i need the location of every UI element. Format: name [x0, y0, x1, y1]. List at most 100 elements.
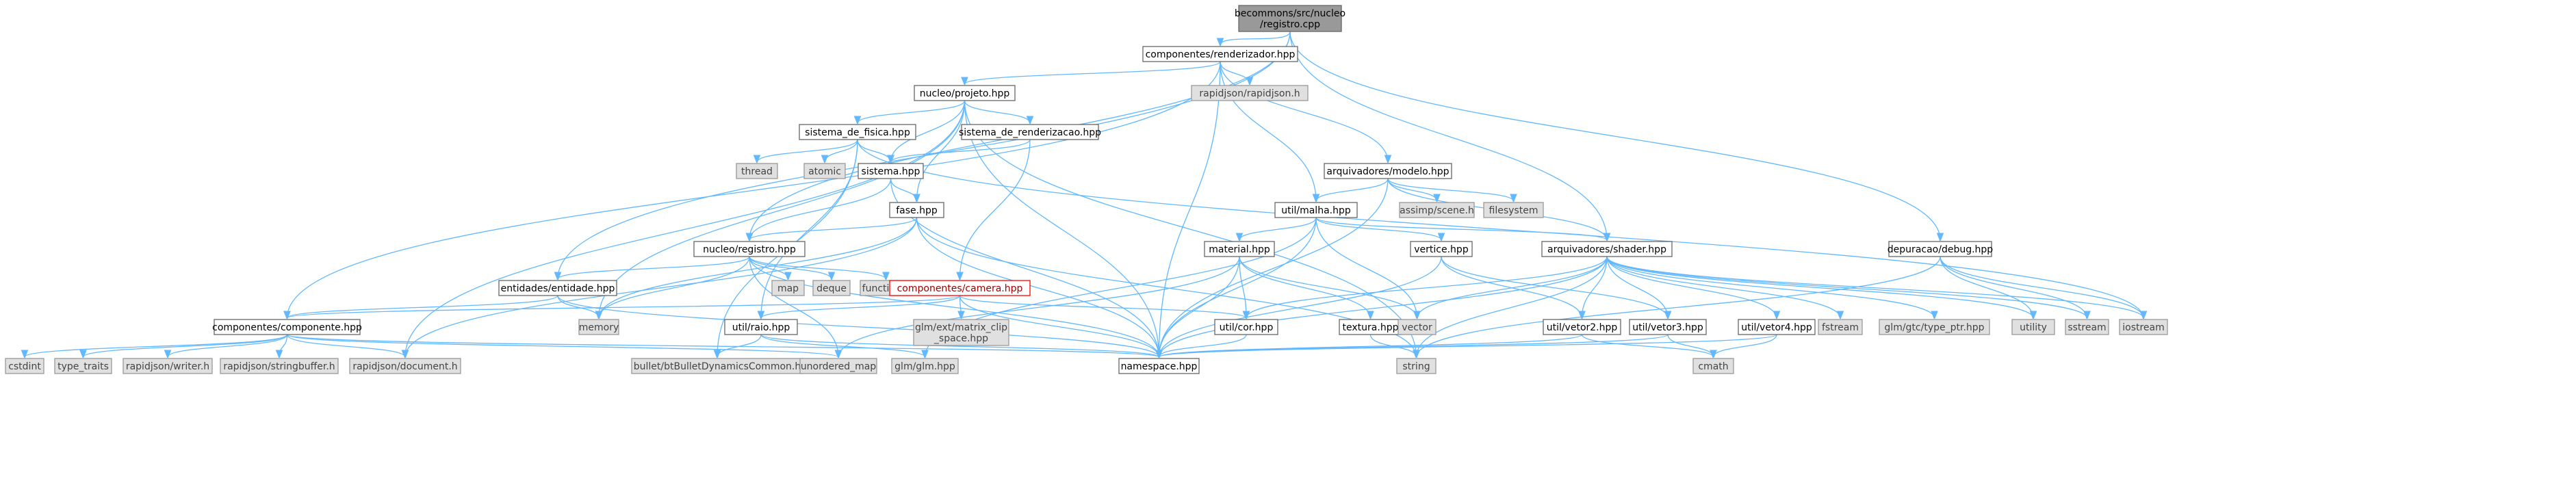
node-bullet: bullet/btBulletDynamicsCommon.h — [631, 358, 803, 374]
node-entidade[interactable]: entidades/entidade.hpp — [498, 280, 617, 296]
node-box — [889, 202, 944, 218]
node-label: textura.hpp — [1343, 322, 1399, 333]
edge-renderizador-to-projeto — [965, 61, 1221, 84]
node-shader[interactable]: arquivadores/shader.hpp — [1541, 241, 1673, 257]
node-camera[interactable]: componentes/camera.hpp — [889, 280, 1031, 296]
node-fisica[interactable]: sistema_de_fisica.hpp — [799, 124, 916, 140]
edge-shader-to-vector — [1417, 256, 1608, 318]
edge-modelo-to-assimp — [1387, 178, 1437, 201]
node-box — [123, 358, 213, 374]
node-label: assimp/scene.h — [1400, 205, 1474, 216]
node-vetor4[interactable]: util/vetor4.hpp — [1738, 319, 1816, 335]
node-label: bullet/btBulletDynamicsCommon.h — [634, 361, 801, 372]
node-box — [799, 358, 877, 374]
node-vetor3[interactable]: util/vetor3.hpp — [1629, 319, 1707, 335]
edge-malha-to-material — [1239, 217, 1317, 240]
node-box — [889, 280, 1031, 296]
edge-vertice-to-vetor2 — [1441, 256, 1582, 318]
edge-sisrender-to-sistema — [891, 139, 1031, 162]
node-label: cstdint — [8, 361, 41, 372]
edge-vetor2-to-cmath — [1581, 334, 1714, 357]
node-label: rapidjson/writer.h — [126, 361, 209, 372]
edge-modelo-to-filesystem — [1387, 178, 1514, 201]
node-box — [914, 85, 1016, 101]
edge-projeto-to-fase — [917, 100, 966, 201]
node-fase[interactable]: fase.hpp — [889, 202, 944, 218]
node-material[interactable]: material.hpp — [1204, 241, 1275, 257]
edge-registro-to-entidade — [558, 256, 750, 279]
edge-projeto-to-fisica — [858, 100, 966, 123]
node-box — [2119, 319, 2168, 335]
node-label: /registro.cpp — [1260, 19, 1320, 30]
edge-renderizador-to-namespace — [1159, 61, 1221, 357]
edge-malha-to-vector — [1315, 217, 1417, 318]
node-iostream: iostream — [2119, 319, 2168, 335]
node-label: util/vetor4.hpp — [1741, 322, 1812, 333]
node-box — [1238, 5, 1342, 32]
edge-root-to-entidade — [558, 31, 1291, 279]
node-glmext: glm/ext/matrix_clip_space.hpp — [913, 319, 1009, 346]
edge-shader-to-vetor2 — [1582, 256, 1608, 318]
node-label: entidades/entidade.hpp — [501, 283, 615, 294]
node-sisrender[interactable]: sistema_de_renderizacao.hpp — [959, 124, 1101, 140]
node-assimp: assimp/scene.h — [1399, 202, 1475, 218]
edge-componente-to-namespace — [286, 334, 1159, 357]
edge-projeto-to-namespace — [964, 100, 1159, 357]
node-label: depuracao/debug.hpp — [1888, 244, 1994, 255]
node-textura[interactable]: textura.hpp — [1339, 319, 1402, 335]
edge-material-to-cor — [1239, 256, 1246, 318]
node-vetor2[interactable]: util/vetor2.hpp — [1543, 319, 1621, 335]
node-debug[interactable]: depuracao/debug.hpp — [1888, 241, 1994, 257]
edge-material-to-namespace — [1159, 256, 1240, 357]
node-label: sistema.hpp — [862, 166, 920, 177]
node-renderizador[interactable]: componentes/renderizador.hpp — [1142, 46, 1298, 62]
node-box — [1396, 358, 1437, 374]
node-cstdint: cstdint — [5, 358, 44, 374]
node-string: string — [1396, 358, 1437, 374]
node-registro[interactable]: nucleo/registro.hpp — [693, 241, 806, 257]
edge-layer — [25, 31, 2143, 357]
edge-registro-to-functional — [749, 256, 886, 279]
edge-shader-to-fstream — [1606, 256, 1840, 318]
node-cor[interactable]: util/cor.hpp — [1214, 319, 1278, 335]
edge-root-to-shader — [1289, 31, 1607, 240]
node-root[interactable]: becommons/src/nucleo/registro.cpp — [1235, 5, 1345, 32]
edge-projeto-to-document — [405, 100, 966, 357]
node-fstream: fstream — [1818, 319, 1863, 335]
edge-debug-to-sstream — [1940, 256, 2087, 318]
node-label: type_traits — [57, 361, 109, 372]
node-label: fstream — [1822, 322, 1859, 333]
node-label: arquivadores/shader.hpp — [1547, 244, 1666, 255]
edge-projeto-to-sistema — [891, 100, 966, 162]
node-label: componentes/camera.hpp — [897, 283, 1023, 294]
node-label: cmath — [1698, 361, 1728, 372]
node-projeto[interactable]: nucleo/projeto.hpp — [914, 85, 1016, 101]
node-box — [803, 163, 846, 179]
node-box — [724, 319, 798, 335]
node-componente[interactable]: componentes/componente.hpp — [212, 319, 362, 335]
node-box — [736, 163, 778, 179]
node-label: string — [1402, 361, 1430, 372]
node-label: _space.hpp — [933, 333, 988, 344]
node-malha[interactable]: util/malha.hpp — [1274, 202, 1358, 218]
edge-sisrender-to-camera — [960, 139, 1031, 279]
node-vertice[interactable]: vertice.hpp — [1410, 241, 1473, 257]
edge-material-to-vector — [1239, 256, 1417, 318]
edge-shader-to-glmptr — [1606, 256, 1935, 318]
node-modelo[interactable]: arquivadores/modelo.hpp — [1324, 163, 1452, 179]
edge-shader-to-iostream — [1606, 256, 2143, 318]
node-box — [578, 319, 619, 335]
node-namespace[interactable]: namespace.hpp — [1118, 358, 1200, 374]
node-box — [1692, 358, 1734, 374]
node-box — [1118, 358, 1200, 374]
node-raio[interactable]: util/raio.hpp — [724, 319, 798, 335]
node-unordered_map: unordered_map — [799, 358, 877, 374]
node-vector: vector — [1398, 319, 1437, 335]
edge-fisica-to-thread — [757, 139, 858, 162]
edge-malha-to-shader — [1315, 217, 1607, 240]
node-label: unordered_map — [801, 361, 876, 372]
node-label: iostream — [2122, 322, 2165, 333]
node-label: arquivadores/modelo.hpp — [1326, 166, 1449, 177]
node-sistema[interactable]: sistema.hpp — [858, 163, 924, 179]
edge-modelo-to-namespace — [1159, 178, 1389, 357]
